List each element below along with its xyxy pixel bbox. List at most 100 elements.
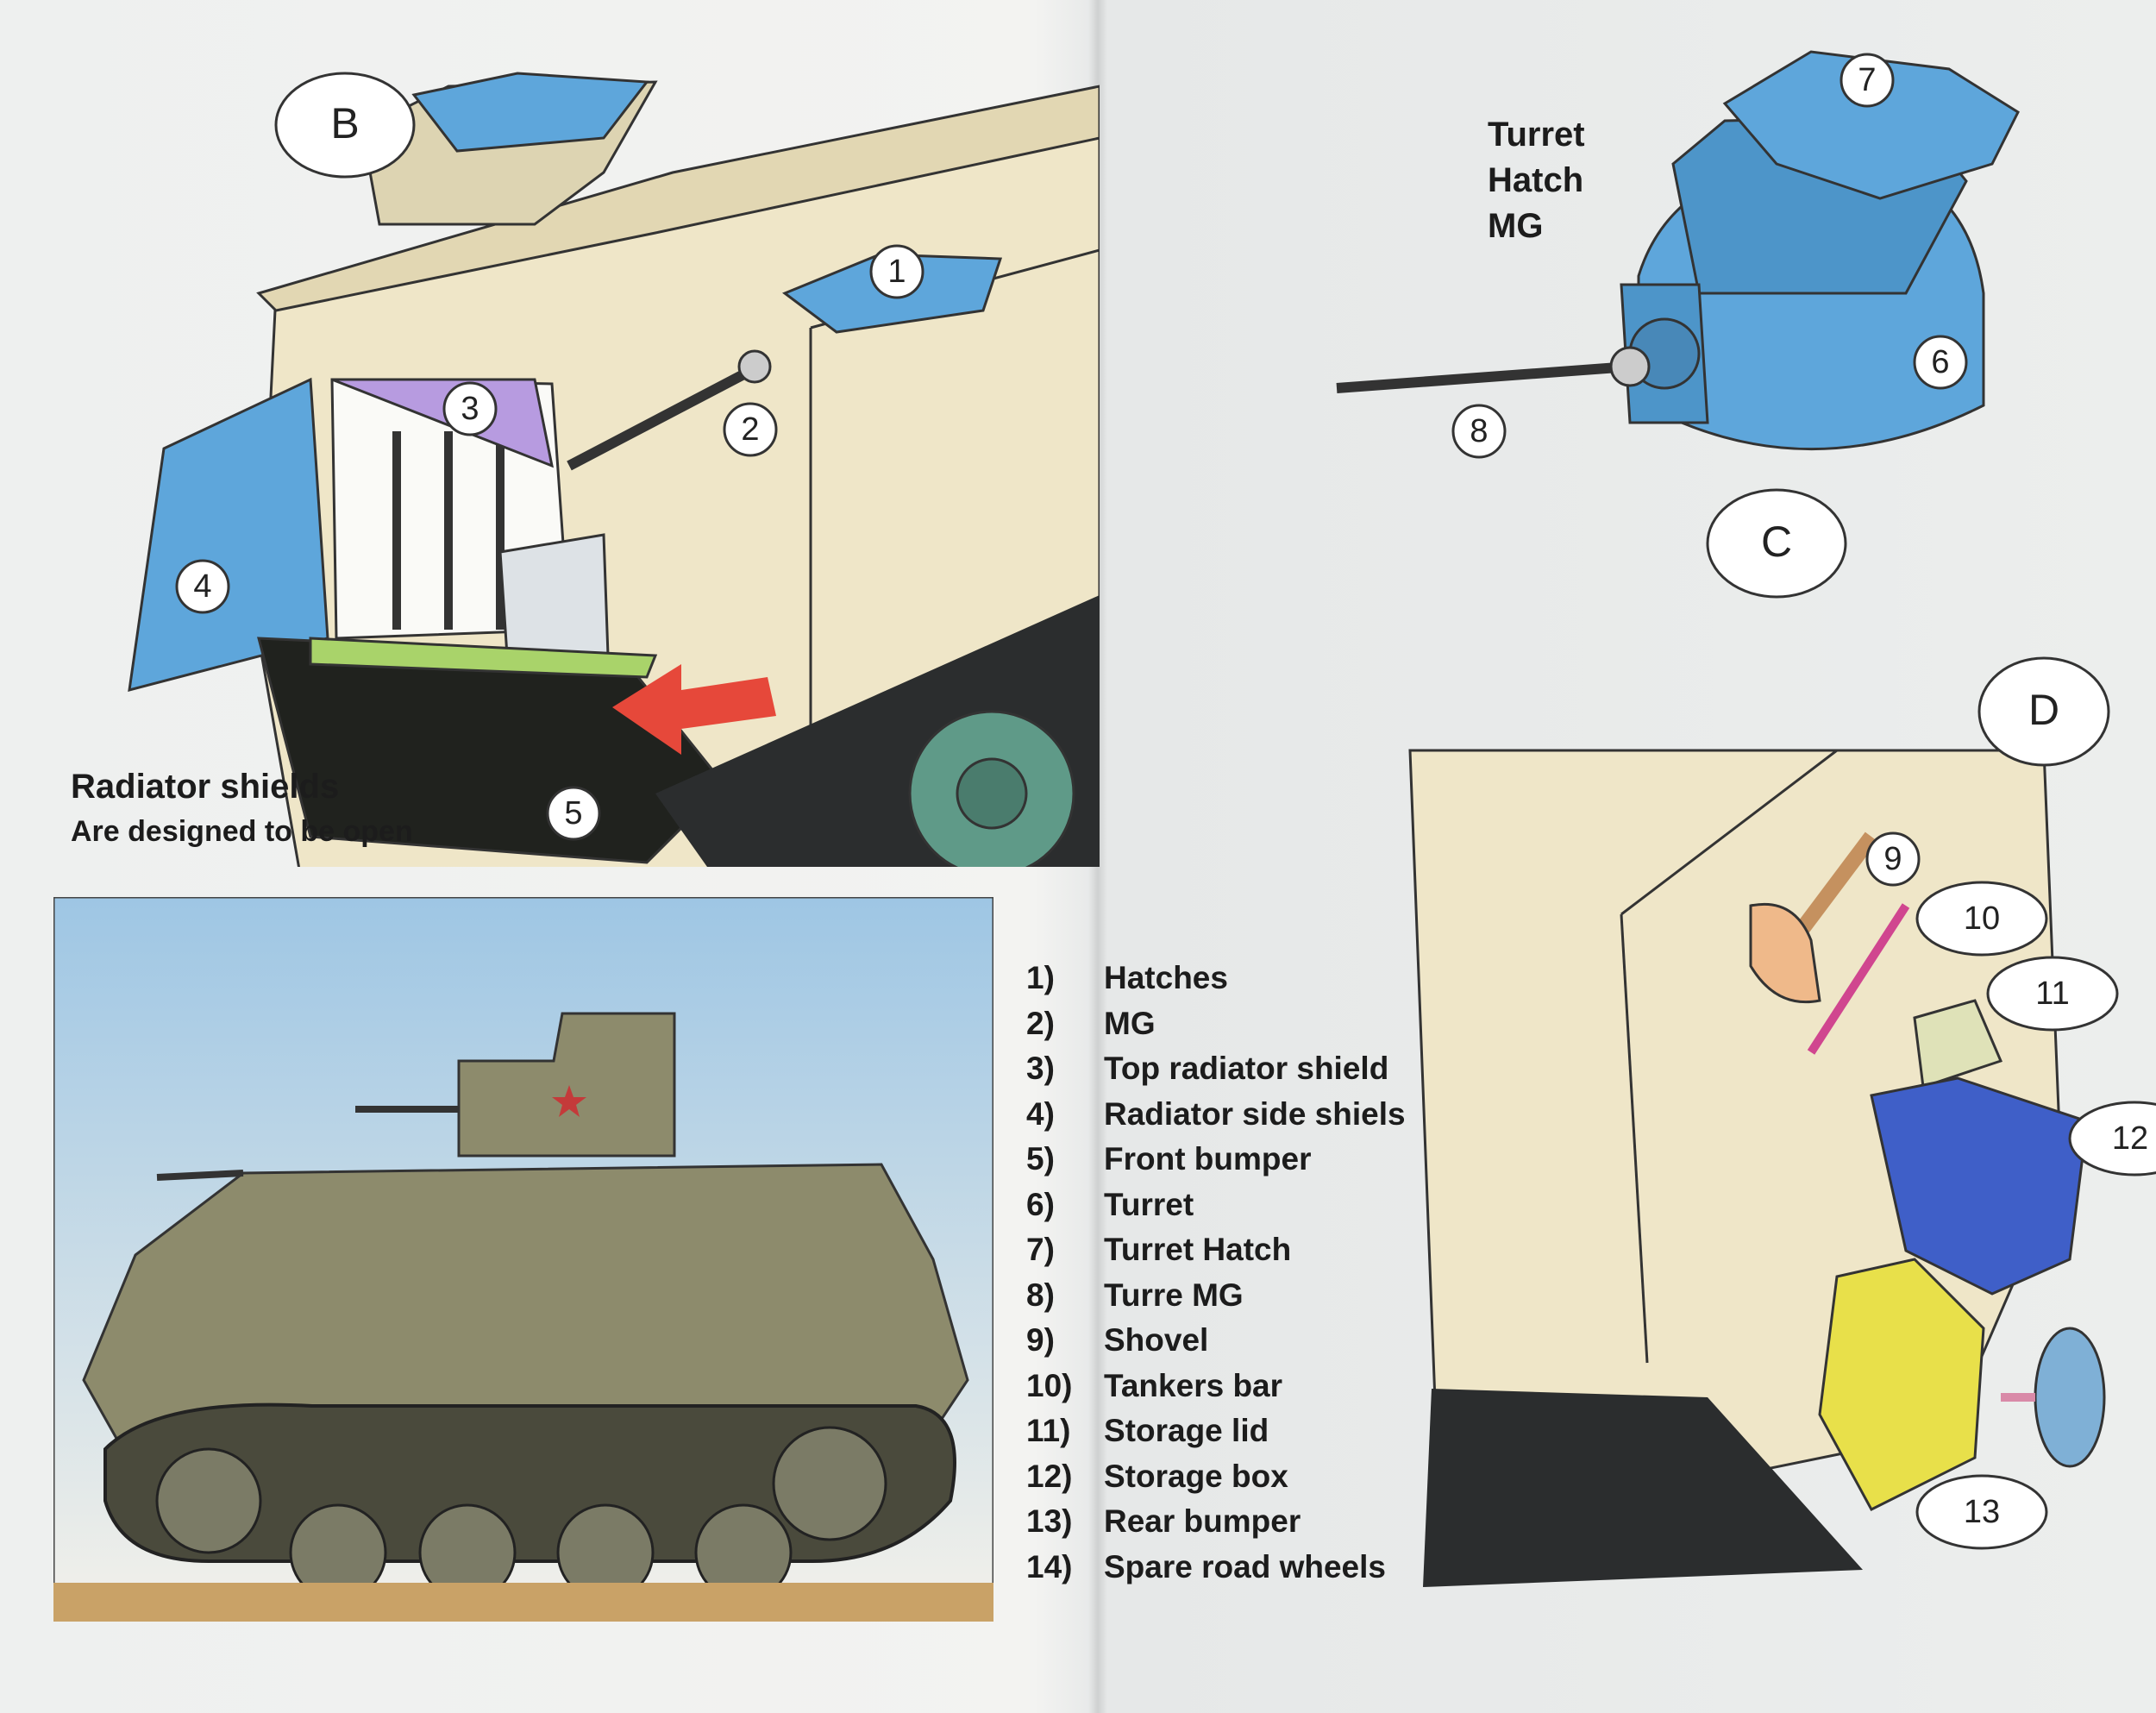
legend-label: Rear bumper: [1104, 1503, 1301, 1540]
red-star: [552, 1085, 586, 1117]
callout-13: 13: [1915, 1474, 2048, 1550]
callout-1: 1: [869, 244, 924, 299]
legend-label: Shovel: [1104, 1322, 1209, 1358]
legend-label: Top radiator shield: [1104, 1051, 1389, 1087]
callout-12: 12: [2068, 1101, 2156, 1177]
legend-number: 3): [1026, 1051, 1055, 1087]
turret-mg-part-8: [1336, 346, 1651, 393]
front-bumper-green-edge: [309, 637, 658, 679]
callout-5: 5: [546, 786, 601, 841]
svg-text:B: B: [330, 99, 359, 147]
legend-label: Storage box: [1104, 1458, 1288, 1494]
panel-b-front-hull: 1 2 3 4 5 B: [52, 35, 1101, 890]
legend-row: 9) Shovel: [1026, 1318, 1475, 1364]
legend-row: 3) Top radiator shield: [1026, 1046, 1475, 1092]
callout-9: 9: [1865, 831, 1921, 887]
legend-row: 2) MG: [1026, 1001, 1475, 1047]
legend-label: Turret: [1104, 1186, 1194, 1222]
svg-text:11: 11: [2035, 976, 2069, 1012]
panel-d-rear-hull: 9 10 11 12 13 D: [1406, 656, 2156, 1604]
svg-text:5: 5: [564, 795, 582, 831]
legend-number: 4): [1026, 1095, 1055, 1132]
turret-caption-line-2: Hatch: [1488, 161, 1584, 199]
rear-bumper-part-13: [1818, 1258, 1985, 1511]
panel-c-turret: 6 7 8 C: [1311, 35, 2087, 638]
section-c-label: C: [1706, 488, 1847, 599]
legend-row: 12) Storage box: [1026, 1454, 1475, 1500]
profile-turret: [457, 1012, 676, 1158]
svg-text:3: 3: [461, 391, 479, 427]
legend-number: 10): [1026, 1367, 1073, 1403]
legend-label: Turret Hatch: [1104, 1232, 1292, 1268]
turret-caption-line-3: MG: [1488, 207, 1544, 245]
svg-text:12: 12: [2112, 1120, 2148, 1157]
turret-hatch-part-7: [1722, 50, 2020, 200]
turret-caption: Turret Hatch MG: [1488, 112, 1585, 249]
grass-ground: [53, 1583, 993, 1622]
legend-row: 14) Spare road wheels: [1026, 1545, 1475, 1591]
radiator-caption-title: Radiator shields: [71, 768, 340, 806]
svg-text:D: D: [2028, 686, 2059, 734]
svg-text:C: C: [1761, 518, 1792, 566]
legend-row: 8) Turre MG: [1026, 1273, 1475, 1319]
legend-number: 9): [1026, 1322, 1055, 1358]
svg-text:6: 6: [1931, 344, 1949, 380]
legend-row: 13) Rear bumper: [1026, 1499, 1475, 1545]
svg-text:4: 4: [193, 568, 211, 605]
legend-number: 6): [1026, 1186, 1055, 1222]
legend-label: Storage lid: [1104, 1413, 1269, 1449]
legend-row: 7) Turret Hatch: [1026, 1227, 1475, 1273]
red-arrow: [612, 664, 776, 755]
legend-number: 5): [1026, 1141, 1055, 1177]
legend-label: Tankers bar: [1104, 1367, 1283, 1403]
callout-8: 8: [1451, 404, 1507, 459]
rear-track: [1423, 1389, 1863, 1587]
rear-hatch: [411, 72, 649, 153]
legend-row: 1) Hatches: [1026, 956, 1475, 1001]
legend-row: 4) Radiator side shiels: [1026, 1092, 1475, 1138]
legend-number: 1): [1026, 960, 1055, 996]
shovel-part-9: [1749, 831, 1878, 1004]
parts-legend: 1) Hatches 2) MG 3) Top radiator shield 4) R…: [1026, 956, 1475, 1590]
legend-number: 11): [1026, 1413, 1071, 1449]
legend-label: Spare road wheels: [1104, 1548, 1386, 1584]
profile-road-wheels: [155, 1426, 887, 1602]
svg-text:1: 1: [887, 254, 906, 290]
turret-caption-line-1: Turret: [1488, 116, 1585, 154]
legend-row: 10) Tankers bar: [1026, 1364, 1475, 1409]
storage-box-part-12: [1870, 1076, 2089, 1296]
legend-label: Front bumper: [1104, 1141, 1312, 1177]
legend-row: 5) Front bumper: [1026, 1137, 1475, 1183]
svg-text:2: 2: [741, 411, 759, 448]
callout-2: 2: [723, 402, 778, 457]
radiator-caption-subtitle: Are designed to be open: [71, 815, 413, 848]
svg-text:10: 10: [1964, 900, 2000, 937]
legend-number: 8): [1026, 1277, 1055, 1313]
legend-label: MG: [1104, 1005, 1156, 1041]
legend-label: Turre MG: [1104, 1277, 1244, 1313]
callout-4: 4: [175, 559, 230, 614]
legend-label: Hatches: [1104, 960, 1228, 996]
section-b-label: B: [274, 72, 416, 179]
callout-3: 3: [442, 381, 498, 436]
svg-text:9: 9: [1883, 841, 1902, 877]
legend-number: 14): [1026, 1548, 1073, 1584]
callout-6: 6: [1913, 335, 1968, 390]
side-profile-illustration: [52, 895, 995, 1623]
legend-number: 12): [1026, 1458, 1073, 1494]
storage-lid-part-11: [1913, 999, 2003, 1089]
legend-label: Radiator side shiels: [1104, 1095, 1406, 1132]
legend-row: 6) Turret: [1026, 1183, 1475, 1228]
legend-number: 7): [1026, 1232, 1055, 1268]
callout-7: 7: [1839, 53, 1895, 108]
legend-row: 11) Storage lid: [1026, 1409, 1475, 1454]
top-radiator-shield-part-3: [331, 378, 555, 468]
legend-number: 13): [1026, 1503, 1073, 1540]
callout-11: 11: [1986, 956, 2119, 1032]
legend-number: 2): [1026, 1005, 1055, 1041]
svg-text:8: 8: [1470, 413, 1488, 449]
spare-road-wheel: [2034, 1327, 2106, 1468]
hull-mg-part-2: [567, 349, 772, 471]
svg-text:7: 7: [1858, 62, 1876, 98]
svg-text:13: 13: [1964, 1494, 2000, 1530]
